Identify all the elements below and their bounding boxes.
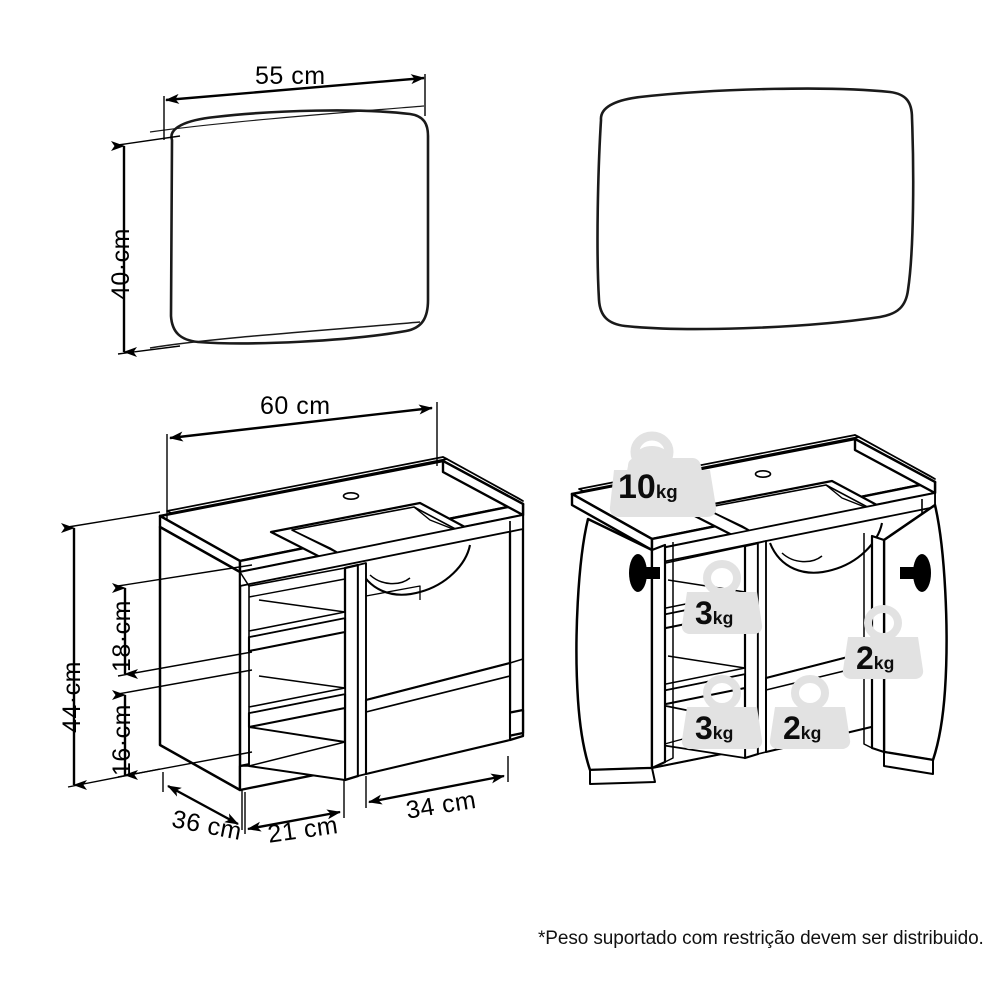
- door-right-outer-panel: [882, 503, 948, 762]
- door-handle-right-icon: [900, 554, 931, 592]
- left-floor-edge: [248, 741, 346, 767]
- cabinet-right-side-panel: [508, 513, 525, 742]
- shelf-lower-diagonal: [258, 675, 346, 689]
- weight-icon-10kg: [609, 431, 717, 517]
- load-faucet-hole: [754, 469, 772, 478]
- mirror-outline-view-group: [596, 87, 915, 331]
- right-floor-front-edge: [365, 675, 511, 713]
- door-left-thickness: [664, 542, 674, 763]
- label-shelf-upper-height: 18·cm: [108, 600, 136, 672]
- door-handle-left-icon: [629, 554, 660, 592]
- weight-icon-2kg-lower: [769, 675, 851, 749]
- basin-drain-hint: [369, 574, 411, 585]
- cabinet-top-rail: [239, 514, 524, 587]
- door-right-bottom-edge: [883, 751, 934, 775]
- left-compartment-inner-rail: [248, 578, 346, 598]
- right-floor-side: [509, 658, 524, 664]
- dimension-shelf-16: [112, 669, 253, 780]
- load-countertop-right-rim: [854, 434, 936, 480]
- mirror-outline-left: [169, 109, 430, 345]
- shelf-upper-back-line: [248, 567, 346, 587]
- weight-icon-3kg-upper: [681, 560, 763, 634]
- dimension-right-section-34: [365, 756, 509, 808]
- weight-icon-2kg-door: [842, 605, 924, 679]
- dimension-depth-36: [162, 772, 243, 830]
- left-inner-corner: [239, 571, 250, 587]
- right-compartment-floor: [364, 661, 512, 776]
- mirror-top-edge-left: [149, 105, 425, 133]
- mirror-bottom-edge-left: [149, 321, 421, 349]
- dimension-mirror-height: [111, 135, 181, 357]
- shelf-upper-diagonal: [258, 599, 346, 613]
- countertop-right-rim: [442, 456, 524, 502]
- load-distribution-footnote: *Peso suportado com restrição devem ser …: [538, 928, 984, 949]
- label-cabinet-width: 60 cm: [260, 392, 331, 420]
- label-cabinet-height: 44·cm: [58, 661, 86, 733]
- faucet-hole: [342, 491, 360, 500]
- weight-icons-group: [609, 431, 924, 749]
- label-shelf-lower-height: 16·cm: [108, 704, 136, 776]
- dimension-left-section-21: [244, 780, 345, 834]
- load-basin-drain: [781, 552, 823, 563]
- cabinet-dimensioned-view: [158, 456, 525, 792]
- load-shelf-upper-backline: [660, 545, 746, 565]
- label-mirror-width: 55 cm: [255, 62, 326, 90]
- cabinet-left-side-panel: [158, 525, 242, 792]
- dimension-cabinet-width-60: [166, 402, 438, 520]
- mirror-front-view-group: [149, 105, 430, 349]
- basin-inner-shadow: [365, 585, 421, 600]
- dimension-shelf-18: [112, 564, 253, 679]
- label-mirror-height: 40·cm: [107, 228, 135, 300]
- door-left-top-edge: [587, 518, 653, 551]
- cabinet-center-divider-side: [357, 562, 367, 777]
- door-left-bottom-edge: [589, 767, 656, 785]
- weight-icon-3kg-lower: [681, 675, 763, 749]
- door-right-top-edge: [883, 504, 936, 541]
- mirror-outline-right: [596, 87, 915, 331]
- dimension-mirror-width: [163, 74, 426, 140]
- cabinet-center-divider: [343, 563, 360, 782]
- load-shelf-lower-diag: [667, 655, 746, 669]
